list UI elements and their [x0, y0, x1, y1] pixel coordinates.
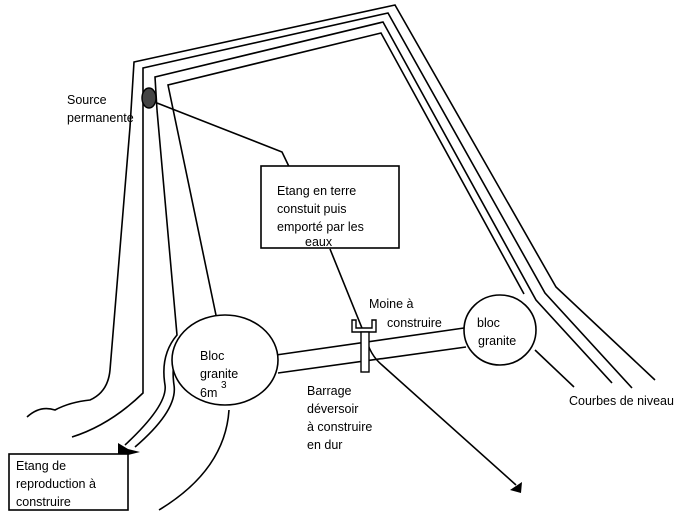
breeding-pond-label-1: Etang de — [16, 459, 66, 473]
moine-label-1: Moine à — [369, 297, 414, 311]
dam-label-1: Barrage — [307, 384, 352, 398]
old-pond-box — [260, 165, 400, 249]
contour-line-1 — [26, 4, 656, 418]
granite-block-right — [463, 294, 537, 366]
dam-label-4: en dur — [307, 438, 342, 452]
contour-label: Courbes de niveau — [569, 394, 674, 408]
contour-line-3 — [154, 21, 613, 384]
block-right-label-1: bloc — [477, 316, 500, 330]
lower-contour — [158, 409, 230, 511]
dam-lower-edge — [277, 346, 467, 374]
moine-label-2: construire — [387, 316, 442, 330]
dam — [275, 327, 467, 374]
block-left-label-1: Bloc — [200, 349, 224, 363]
block-left-superscript: 3 — [221, 380, 227, 391]
breeding-pond-label-3: construire — [16, 495, 71, 509]
old-pond-label-2: constuit puis — [277, 202, 346, 216]
contour-lines — [26, 4, 656, 438]
overflow-arrow-icon — [510, 482, 522, 493]
block-left-label-2: granite — [200, 367, 238, 381]
source-dot — [141, 87, 157, 109]
old-pond-label-3: emporté par les — [277, 220, 364, 234]
contour-line-4 — [167, 32, 525, 321]
stream-arrow-icon — [118, 443, 140, 455]
source-label-2: permanente — [67, 111, 134, 125]
old-pond-label-1: Etang en terre — [277, 184, 356, 198]
dam-upper-edge — [275, 327, 465, 356]
moine-icon — [351, 319, 377, 373]
overflow-line — [329, 248, 517, 486]
dam-label-3: à construire — [307, 420, 372, 434]
source-label: Source — [67, 93, 107, 107]
stream-bank-left — [124, 109, 178, 446]
block-right-label-2: granite — [478, 334, 516, 348]
breeding-pond-label-2: reproduction à — [16, 477, 96, 491]
block-left-label-3: 6m — [200, 386, 217, 400]
breeding-pond-box — [8, 453, 129, 511]
contour-line-4-end — [534, 349, 575, 388]
granite-block-left — [171, 314, 279, 406]
old-pond-label-4: eaux — [305, 235, 333, 249]
contour-line-2 — [71, 12, 633, 438]
dam-label-2: déversoir — [307, 402, 358, 416]
